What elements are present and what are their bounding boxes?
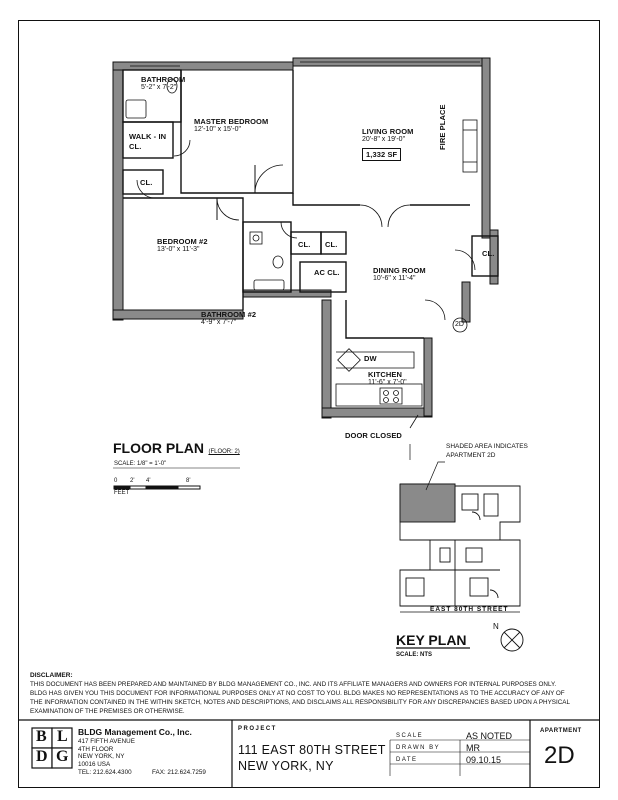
drawing-sheet-border xyxy=(18,20,600,788)
scale-value: AS NOTED xyxy=(466,731,513,741)
exterior-wall xyxy=(321,299,332,419)
interior-wall xyxy=(299,261,347,293)
north-arrow-icon xyxy=(500,628,524,652)
interior-wall xyxy=(242,221,292,293)
scale-tick-2: 2' xyxy=(130,478,135,484)
company-address: 417 FIFTH AVENUE 4TH FLOOR NEW YORK, NY … xyxy=(78,738,135,768)
scale-unit: FEET xyxy=(114,490,130,496)
room-dim-bedroom-2: 13'-0" x 11'-3" xyxy=(157,246,200,253)
floor-plan-title-group: FLOOR PLAN (FLOOR: 2) xyxy=(113,440,240,458)
room-label-master-bedroom: MASTER BEDROOM xyxy=(194,117,269,126)
date-label: DATE xyxy=(396,757,418,763)
key-plan-street: EAST 80TH STREET xyxy=(430,606,509,613)
dishwasher-label: DW xyxy=(364,354,377,363)
logo-letter-l: L xyxy=(57,728,68,745)
room-label-bathroom: BATHROOM xyxy=(141,75,186,84)
logo-letter-g: G xyxy=(56,748,69,765)
scale-tick-8: 8' xyxy=(186,478,191,484)
closet-label: CL. xyxy=(482,249,495,258)
drawn-by-label: DRAWN BY xyxy=(396,745,441,751)
apartment-label: APARTMENT xyxy=(540,728,582,734)
scale-label: SCALE xyxy=(396,733,424,739)
disclaimer-heading: DISCLAIMER: xyxy=(30,672,73,679)
room-label-dining-room: DINING ROOM xyxy=(373,266,426,275)
apartment-value: 2D xyxy=(544,742,575,769)
room-dim-master-bedroom: 12'-10" x 15'-0" xyxy=(194,126,241,133)
exterior-wall xyxy=(481,57,491,239)
north-label: N xyxy=(493,622,499,631)
floor-note: (FLOOR: 2) xyxy=(208,449,240,455)
exterior-wall xyxy=(112,309,244,320)
interior-wall xyxy=(345,300,424,339)
company-fax: FAX: 212.624.7259 xyxy=(152,769,206,776)
company-tel: TEL: 212.624.4300 xyxy=(78,769,132,776)
area-badge: 1,332 SF xyxy=(362,148,402,161)
key-plan-title: KEY PLAN xyxy=(396,632,467,648)
exterior-wall xyxy=(242,289,332,298)
interior-wall xyxy=(471,235,499,277)
key-plan-scale: SCALE: NTS xyxy=(396,652,432,658)
exterior-wall xyxy=(321,407,433,418)
room-dim-bathroom: 5'-2" x 7'-2" xyxy=(141,84,177,91)
scale-tick-4: 4' xyxy=(146,478,151,484)
room-dim-living-room: 20'-8" x 19'-0" xyxy=(362,136,406,143)
interior-wall xyxy=(320,231,347,255)
closet-label: CL. xyxy=(325,240,338,249)
room-label-walk-in: WALK - IN xyxy=(129,132,167,141)
room-dim-dining-room: 10'-6" x 11'-4" xyxy=(373,275,416,282)
floor-plan-scale: SCALE: 1/8" = 1'-0" xyxy=(114,461,167,467)
room-label-bedroom-2: BEDROOM #2 xyxy=(157,237,208,246)
key-plan-note-1: SHADED AREA INDICATES xyxy=(446,443,528,450)
interior-wall xyxy=(180,70,294,194)
fireplace-label: FIRE PLACE xyxy=(438,104,447,150)
project-name: 111 EAST 80TH STREET NEW YORK, NY xyxy=(238,743,386,773)
closet-label: CL. xyxy=(140,178,153,187)
unit-tag: 2D xyxy=(455,321,464,328)
door-closed-note: DOOR CLOSED xyxy=(345,431,402,440)
room-dim-kitchen: 11'-6" x 7'-0" xyxy=(368,379,407,386)
key-plan-note-2: APARTMENT 2D xyxy=(446,452,496,459)
date-value: 09.10.15 xyxy=(466,755,502,765)
logo-letter-d: D xyxy=(36,748,48,765)
logo-letter-b: B xyxy=(36,728,47,745)
drawn-by-value: MR xyxy=(466,743,480,753)
closet-label: CL. xyxy=(298,240,311,249)
room-label-kitchen: KITCHEN xyxy=(368,370,403,379)
exterior-wall xyxy=(461,281,471,323)
interior-wall xyxy=(122,169,164,195)
company-name: BLDG Management Co., Inc. xyxy=(78,727,192,737)
room-dim-bathroom-2: 4'-9" x 7'-7" xyxy=(201,319,237,326)
exterior-wall xyxy=(112,61,124,321)
exterior-wall xyxy=(423,337,433,417)
interior-wall xyxy=(292,193,360,206)
floor-plan-title: FLOOR PLAN xyxy=(113,440,204,456)
room-label-bathroom-2: BATHROOM #2 xyxy=(201,310,257,319)
interior-wall xyxy=(122,121,174,159)
scale-tick-0: 0 xyxy=(114,478,118,484)
ac-closet-label: AC CL. xyxy=(314,268,340,277)
project-label: PROJECT xyxy=(238,726,277,732)
shaded-apartment-area xyxy=(399,483,456,523)
room-label-walk-in-cl: CL. xyxy=(129,142,142,151)
room-label-living-room: LIVING ROOM xyxy=(362,127,414,136)
disclaimer-body: THIS DOCUMENT HAS BEEN PREPARED AND MAIN… xyxy=(30,681,570,715)
